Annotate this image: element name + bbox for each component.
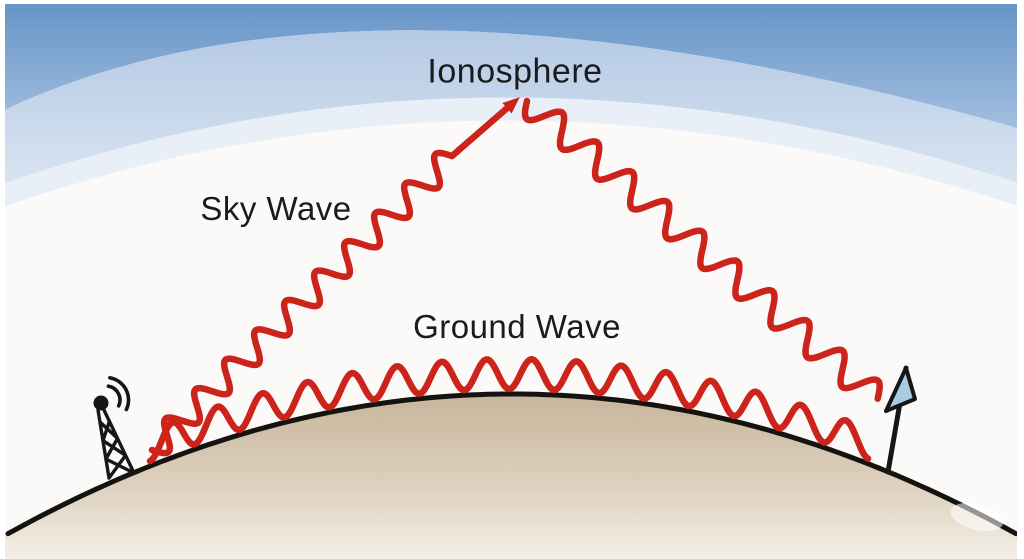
signal-arc-inner-icon [106,384,122,408]
sky-wave-descending-path [521,97,883,402]
sky-wave-ascending-path [148,149,456,457]
ionosphere-band-fade [0,97,1024,208]
transmitter-tower-icon [93,376,136,480]
ground-wave-path [146,355,872,465]
ground-wave-label: Ground Wave [413,308,621,345]
receiver-flag [884,366,917,413]
tower-lattice [96,408,136,480]
receiver-antenna-icon [884,365,917,475]
watermark [950,502,1004,532]
earth-surface-fill [0,394,1024,559]
upper-sky [0,0,1024,130]
sky-wave-label: Sky Wave [200,190,352,227]
tower-antenna-ball [93,395,109,411]
earth-surface-line [5,391,1019,537]
right-margin [1017,0,1024,559]
sky-wave-arrowhead-icon [502,97,520,114]
signal-arc-outer-icon [108,376,131,412]
ionosphere-label: Ionosphere [427,52,603,91]
top-margin [0,0,1024,4]
left-margin [0,0,5,559]
ionosphere-band [0,30,1024,185]
sky-wave-arrow-shaft [448,104,511,160]
